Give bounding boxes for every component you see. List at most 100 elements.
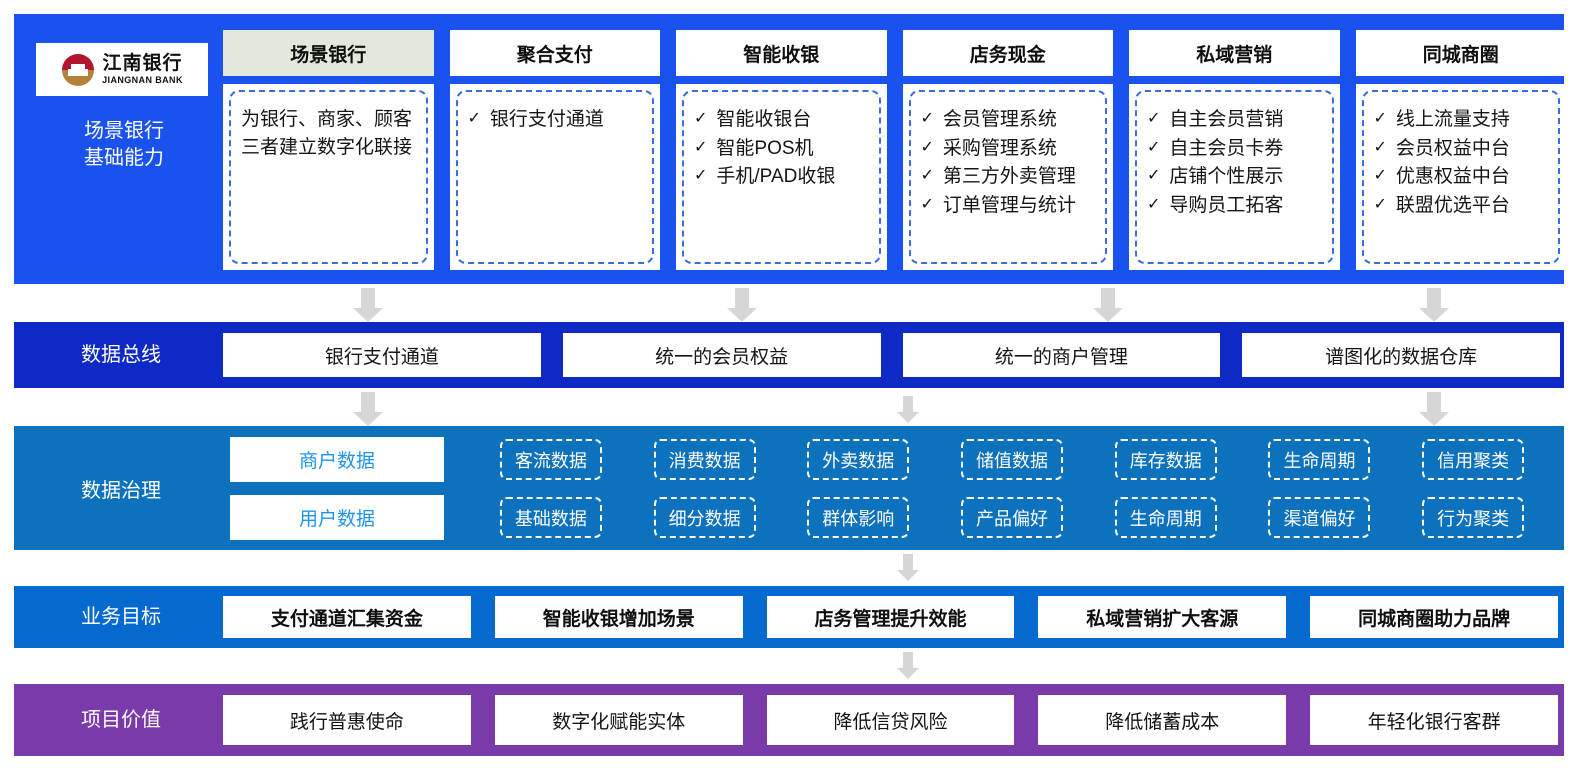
business-goals-label: 业务目标 <box>81 606 161 628</box>
project-value-cell-5[interactable]: 年轻化银行客群 <box>1310 695 1558 745</box>
governance-tag-slot: 细分数据 <box>628 495 782 540</box>
governance-tag[interactable]: 基础数据 <box>499 497 602 538</box>
governance-tag-slot: 外卖数据 <box>781 437 935 482</box>
governance-tag[interactable]: 细分数据 <box>653 497 756 538</box>
capability-feature-item: ✓导购员工拓客 <box>1147 192 1324 220</box>
arrow-shaft <box>735 288 749 308</box>
governance-tag[interactable]: 行为聚类 <box>1422 497 1525 538</box>
business-goal-cell-1[interactable]: 支付通道汇集资金 <box>223 596 471 638</box>
governance-tag[interactable]: 渠道偏好 <box>1268 497 1371 538</box>
governance-category-2[interactable]: 用户数据 <box>230 495 444 540</box>
capability-feature-label: 导购员工拓客 <box>1169 195 1284 217</box>
governance-tag[interactable]: 外卖数据 <box>807 439 910 480</box>
data-governance-label: 数据治理 <box>81 480 161 502</box>
capability-label-line1: 场景银行 <box>84 120 164 142</box>
governance-tag-slot: 行为聚类 <box>1396 495 1550 540</box>
governance-tag[interactable]: 储值数据 <box>961 439 1064 480</box>
capability-body-2: ✓银行支付通道 <box>449 84 660 270</box>
arrow-shaft <box>903 652 913 668</box>
capability-feature-label: 智能POS机 <box>716 137 814 159</box>
capability-description-1: 为银行、商家、顾客三者建立数字化联接 <box>241 109 413 159</box>
data-bus-cell-4[interactable]: 谱图化的数据仓库 <box>1242 333 1560 377</box>
capability-column-6: 同城商圈✓线上流量支持✓会员权益中台✓优惠权益中台✓联盟优选平台 <box>1355 14 1566 284</box>
governance-tag[interactable]: 消费数据 <box>653 439 756 480</box>
capability-tab-4[interactable]: 店务现金 <box>902 30 1113 76</box>
governance-tag[interactable]: 生命周期 <box>1268 439 1371 480</box>
capability-body-6: ✓线上流量支持✓会员权益中台✓优惠权益中台✓联盟优选平台 <box>1355 84 1566 270</box>
capability-tab-2[interactable]: 聚合支付 <box>449 30 660 76</box>
governance-tag-slot: 产品偏好 <box>935 495 1089 540</box>
check-icon: ✓ <box>920 196 934 214</box>
capability-body-4: ✓会员管理系统✓采购管理系统✓第三方外卖管理✓订单管理与统计 <box>902 84 1113 270</box>
governance-tag[interactable]: 生命周期 <box>1114 497 1217 538</box>
capability-feature-list-5: ✓自主会员营销✓自主会员卡券✓店铺个性展示✓导购员工拓客 <box>1147 106 1324 220</box>
project-value-cells: 践行普惠使命数字化赋能实体降低信贷风险降低储蓄成本年轻化银行客群 <box>219 684 1564 756</box>
project-value-cell-4[interactable]: 降低储蓄成本 <box>1038 695 1287 745</box>
capability-feature-label: 第三方外卖管理 <box>942 166 1076 188</box>
section-business-goals: 业务目标 支付通道汇集资金智能收银增加场景店务管理提升效能私域营销扩大客源同城商… <box>14 586 1564 648</box>
capability-feature-label: 优惠权益中台 <box>1395 166 1510 188</box>
governance-tag[interactable]: 产品偏好 <box>961 497 1064 538</box>
governance-tag-slot: 客流数据 <box>474 437 628 482</box>
business-goal-cells: 支付通道汇集资金智能收银增加场景店务管理提升效能私域营销扩大客源同城商圈助力品牌 <box>219 586 1564 648</box>
business-goal-cell-2[interactable]: 智能收银增加场景 <box>494 596 743 638</box>
governance-tag[interactable]: 库存数据 <box>1114 439 1217 480</box>
capability-feature-label: 手机/PAD收银 <box>716 166 836 188</box>
data-bus-cell-3[interactable]: 统一的商户管理 <box>902 333 1221 377</box>
arrow-down-icon <box>893 652 923 679</box>
capability-tab-3[interactable]: 智能收银 <box>676 30 887 76</box>
capability-feature-list-4: ✓会员管理系统✓采购管理系统✓第三方外卖管理✓订单管理与统计 <box>921 106 1098 220</box>
capability-feature-item: ✓ 订单管理与统计 <box>921 192 1098 220</box>
project-value-cell-2[interactable]: 数字化赋能实体 <box>494 695 743 745</box>
bank-logo: 江南银行 JIANGNAN BANK <box>36 43 208 96</box>
governance-tag-slot: 库存数据 <box>1089 437 1243 482</box>
arrow-down-icon <box>727 288 757 322</box>
governance-category-1[interactable]: 商户数据 <box>230 437 444 482</box>
data-bus-label: 数据总线 <box>81 344 161 366</box>
capability-dashed-panel-1: 为银行、商家、顾客三者建立数字化联接 <box>229 90 428 264</box>
capability-feature-label: 订单管理与统计 <box>942 195 1076 217</box>
governance-tag-row-1: 客流数据 消费数据 外卖数据 储值数据 库存数据 生命周期 信用聚类 <box>474 437 1550 482</box>
capability-feature-list-2: ✓银行支付通道 <box>468 106 645 134</box>
arrow-down-icon <box>353 288 383 322</box>
project-value-cell-3[interactable]: 降低信贷风险 <box>766 695 1015 745</box>
capability-dashed-panel-6: ✓线上流量支持✓会员权益中台✓优惠权益中台✓联盟优选平台 <box>1361 90 1560 264</box>
logo-name-cn: 江南银行 <box>102 52 183 74</box>
arrow-head <box>1419 412 1449 426</box>
section-data-bus: 数据总线 银行支付通道统一的会员权益统一的商户管理谱图化的数据仓库 <box>14 322 1564 388</box>
capability-feature-item: ✓线上流量支持 <box>1374 106 1551 134</box>
governance-tag[interactable]: 群体影响 <box>807 497 910 538</box>
capability-tab-6[interactable]: 同城商圈 <box>1355 30 1566 76</box>
governance-tag[interactable]: 信用聚类 <box>1422 439 1525 480</box>
business-goal-cell-5[interactable]: 同城商圈助力品牌 <box>1310 596 1558 638</box>
check-icon: ✓ <box>1373 167 1387 185</box>
capability-row-label: 场景银行 基础能力 <box>34 118 214 172</box>
capability-feature-list-3: ✓智能收银台✓智能POS机✓手机/PAD收银 <box>694 106 871 191</box>
governance-tag[interactable]: 客流数据 <box>499 439 602 480</box>
project-value-cell-1[interactable]: 践行普惠使命 <box>223 695 471 745</box>
check-icon: ✓ <box>1373 138 1387 156</box>
governance-tag-slot: 生命周期 <box>1243 437 1397 482</box>
capability-feature-label: 自主会员营销 <box>1169 109 1284 130</box>
capability-dashed-panel-3: ✓智能收银台✓智能POS机✓手机/PAD收银 <box>682 90 881 264</box>
capability-tab-5[interactable]: 私域营销 <box>1129 30 1340 76</box>
capability-label-line2: 基础能力 <box>84 147 164 169</box>
capability-tab-1[interactable]: 场景银行 <box>223 30 434 76</box>
arrow-shaft <box>903 396 913 412</box>
capability-feature-label: 智能收银台 <box>716 109 812 130</box>
section-project-value: 项目价值 践行普惠使命数字化赋能实体降低信贷风险降低储蓄成本年轻化银行客群 <box>14 684 1564 756</box>
business-goal-cell-3[interactable]: 店务管理提升效能 <box>766 596 1015 638</box>
governance-tag-slot: 生命周期 <box>1089 495 1243 540</box>
data-bus-cell-1[interactable]: 银行支付通道 <box>223 333 541 377</box>
capability-feature-item: ✓ 会员权益中台 <box>1374 135 1551 163</box>
governance-tag-grid: 客流数据消费数据外卖数据储值数据库存数据生命周期信用聚类基础数据细分数据群体影响… <box>474 437 1550 540</box>
arrow-head <box>353 308 383 322</box>
capability-feature-label: 联盟优选平台 <box>1395 195 1510 217</box>
capability-feature-label: 会员权益中台 <box>1395 137 1510 159</box>
capability-feature-item: ✓智能收银台 <box>694 106 871 134</box>
capability-feature-item: ✓ 优惠权益中台 <box>1374 163 1551 191</box>
arrow-group-bus-to-governance <box>0 0 1578 426</box>
business-goal-cell-4[interactable]: 私域营销扩大客源 <box>1038 596 1287 638</box>
data-bus-cell-2[interactable]: 统一的会员权益 <box>562 333 881 377</box>
capability-feature-item: ✓自主会员卡券 <box>1147 135 1324 163</box>
